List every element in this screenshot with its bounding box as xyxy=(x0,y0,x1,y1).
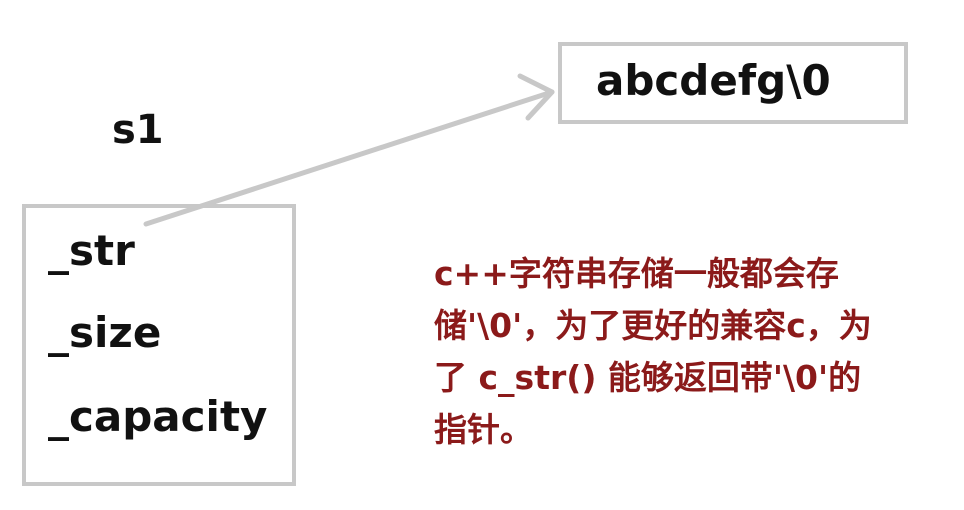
char-buffer-content: abcdefg\0 xyxy=(596,56,831,105)
note-line-1: c++字符串存储一般都会存 xyxy=(434,254,839,293)
note-line-4: 指针。 xyxy=(434,410,533,449)
note-line-3: 了 c_str() 能够返回带'\0'的 xyxy=(434,358,862,397)
note-line-2: 储'\0'，为了更好的兼容c，为 xyxy=(434,306,872,345)
object-name-label: s1 xyxy=(112,107,164,153)
explanation-note: c++字符串存储一般都会存 储'\0'，为了更好的兼容c，为 了 c_str()… xyxy=(434,248,954,456)
field-size: _size xyxy=(48,308,162,357)
char-buffer-box: abcdefg\0 xyxy=(558,42,908,124)
field-str: _str xyxy=(48,226,135,275)
field-capacity: _capacity xyxy=(48,392,268,441)
pointer-arrow-head xyxy=(517,73,555,121)
string-object-box: _str _size _capacity xyxy=(22,204,296,486)
